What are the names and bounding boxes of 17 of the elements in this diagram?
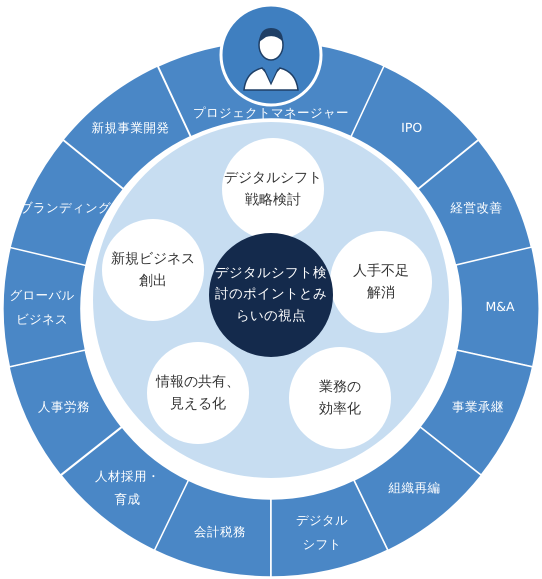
segment-label: 経営改善	[450, 198, 502, 217]
center-circle: デジタルシフト検討のポイントとみらいの視点	[209, 233, 333, 357]
segment-label: IPO	[401, 119, 422, 138]
topic-circle: 新規ビジネス創出	[102, 219, 204, 321]
topic-circle: 業務の効率化	[289, 347, 391, 449]
segment-label: 会計税務	[194, 523, 246, 542]
segment-label: プロジェクトマネージャー	[192, 104, 349, 122]
topic-circle: 情報の共有、見える化	[147, 342, 249, 444]
segment-label: 組織再編	[388, 478, 440, 497]
segment-label: 人事労務	[38, 398, 90, 416]
segment-label: グローバルビジネス	[8, 286, 76, 328]
segment-label: 人材採用・育成	[95, 466, 160, 509]
segment-label: 事業承継	[452, 398, 504, 416]
segment-label: 新規事業開発	[91, 119, 170, 138]
segment-label: デジタルシフト	[295, 511, 350, 554]
topic-circle: 人手不足解消	[330, 231, 432, 333]
segment-label: M&A	[485, 298, 515, 316]
